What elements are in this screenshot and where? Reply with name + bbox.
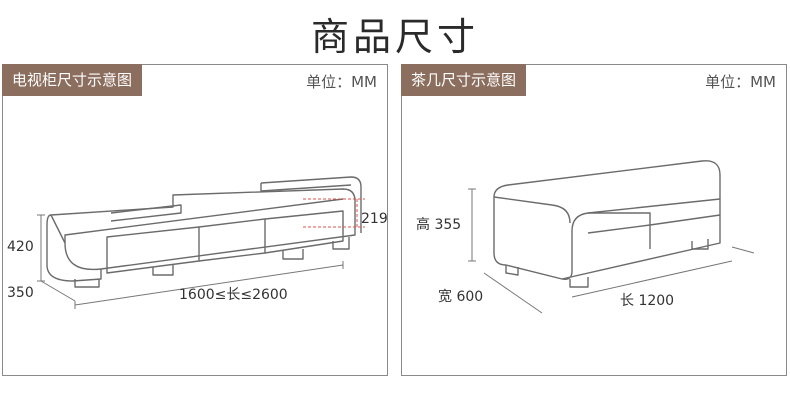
table-dim-length: 长 1200	[620, 293, 674, 309]
table-dim-width: 宽 600	[438, 288, 483, 305]
tv-dim-depth: 350	[7, 285, 34, 301]
tv-cabinet-panel: 电视柜尺寸示意图 单位：MM	[2, 64, 388, 376]
page-title: 商品尺寸	[310, 15, 479, 59]
tv-cabinet-tab: 电视柜尺寸示意图	[2, 64, 143, 96]
tv-dim-top-height: 219	[361, 211, 387, 227]
coffee-table-panel: 茶几尺寸示意图 单位：MM 高 355	[401, 64, 787, 376]
coffee-table-unit: 单位：MM	[705, 73, 776, 91]
table-dim-height: 高 355	[416, 216, 461, 233]
coffee-table-drawing: 高 355 宽 600 长 1200	[416, 160, 755, 314]
coffee-table-tab: 茶几尺寸示意图	[401, 64, 527, 96]
tv-cabinet-unit: 单位：MM	[306, 73, 377, 91]
tv-cabinet-drawing: 420 350 1600≤长≤2600 219	[7, 176, 387, 309]
tv-dim-height: 420	[7, 239, 34, 255]
tv-dim-length: 1600≤长≤2600	[179, 287, 288, 303]
